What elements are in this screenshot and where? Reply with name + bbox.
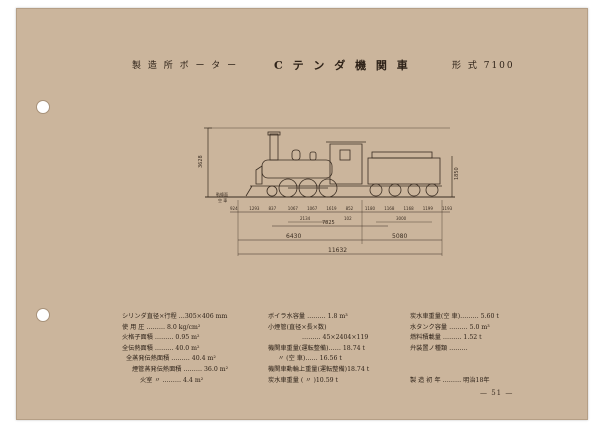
spec-column-2: ボイラ水容量 ……… 1.8 m³ 小煙管(直径×長×数) ……… 45×240… bbox=[268, 312, 369, 386]
spacing-label: 1293 bbox=[249, 206, 260, 211]
tender-tank bbox=[367, 157, 441, 185]
card-header: 製 造 所 ボ ー タ ー C テ ン ダ 機 関 車 形 式 7100 bbox=[0, 58, 600, 74]
locomotive-title: C テ ン ダ 機 関 車 bbox=[274, 59, 411, 72]
spec-pressure: 使 用 圧 ……… 8.0 kg/cm² bbox=[122, 323, 201, 331]
loco-length-label: 6430 bbox=[286, 233, 301, 240]
spec-grate-area: 火格子面積 ……… 0.95 m² bbox=[122, 334, 200, 342]
spec-cylinder: シリンダ直径×行程 …305×406 mm bbox=[122, 313, 228, 320]
spacing-label: 852 bbox=[346, 206, 354, 211]
locomotive-body bbox=[245, 131, 366, 197]
spacing-label: 924 bbox=[230, 206, 238, 211]
spec-total-heating: 全伝熱面積 ……… 40.0 m² bbox=[122, 344, 200, 352]
spec-evaporative-heating: 全蒸発伝熱面積 ……… 40.4 m² bbox=[126, 355, 216, 363]
archive-card bbox=[16, 8, 588, 420]
spec-column-1: シリンダ直径×行程 …305×406 mm 使 用 圧 ……… 8.0 kg/c… bbox=[122, 312, 228, 386]
wheelbase-small-label: 102 bbox=[344, 216, 352, 221]
spec-loco-weight-empty: 〃 (空 車)…… 16.56 t bbox=[278, 355, 342, 363]
steam-dome bbox=[291, 149, 301, 161]
locomotive-wheels bbox=[266, 178, 338, 198]
spacing-label: 1199 bbox=[423, 206, 434, 211]
tender-length-label: 5080 bbox=[392, 233, 407, 240]
spec-tube-heating: 煙管蒸発伝熱面積 ……… 36.0 m² bbox=[132, 365, 229, 373]
spacing-label: 1619 bbox=[326, 206, 337, 211]
wheelbase-tender-label: 3000 bbox=[396, 216, 407, 221]
spacing-label: 1193 bbox=[442, 206, 453, 211]
spec-valve-gear: 弁装置ノ種類 ……… bbox=[410, 344, 468, 352]
pilot-wheel bbox=[266, 185, 278, 197]
spec-tender-weight-working: 炭水車重量 ( 〃 )10.59 t bbox=[268, 376, 339, 384]
tender-wheel-4 bbox=[425, 183, 439, 197]
spacing-label: 1180 bbox=[365, 206, 376, 211]
rail-label-bottom: 空 車 bbox=[218, 197, 227, 203]
spec-boiler-water: ボイラ水容量 ……… 1.8 m³ bbox=[268, 313, 348, 320]
cowcatcher bbox=[245, 185, 253, 197]
model-label: 形 式 7100 bbox=[452, 61, 515, 71]
spec-tender-weight-empty: 炭水車重量(空 車)……… 5.60 t bbox=[410, 313, 499, 320]
spacing-label: 837 bbox=[269, 206, 277, 211]
sand-dome bbox=[309, 151, 317, 161]
total-length-label: 11632 bbox=[328, 247, 347, 254]
punch-hole-bottom bbox=[36, 308, 50, 322]
spec-first-built: 製 造 初 年 ……… 明治18年 bbox=[410, 376, 490, 384]
spacing-label: 1168 bbox=[404, 206, 415, 211]
spec-small-tubes-label: 小煙管(直径×長×数) bbox=[268, 323, 327, 331]
spec-adhesive-weight: 機関車動輪上重量(運転整備)18.74 t bbox=[268, 365, 370, 373]
smokebox-front bbox=[255, 165, 263, 185]
spec-small-tubes-value: ……… 45×2404×119 bbox=[302, 334, 369, 342]
cab bbox=[329, 143, 363, 185]
wheelbase-left-label: 2134 bbox=[300, 216, 311, 221]
wheelbase-mid-label: 7825 bbox=[322, 220, 335, 226]
height-label: 3628 bbox=[198, 155, 204, 168]
tender-wheel-3 bbox=[407, 183, 421, 197]
spec-fuel-capacity: 燃料積載量 ……… 1.52 t bbox=[410, 334, 482, 342]
rail-label-top: 軌條面 bbox=[216, 191, 228, 197]
spacing-label: 1168 bbox=[384, 206, 395, 211]
tender bbox=[366, 151, 442, 197]
smokestack bbox=[269, 133, 279, 161]
boiler bbox=[261, 159, 333, 179]
tender-wheel-1 bbox=[369, 183, 383, 197]
spec-loco-weight-working: 機関車重量(運転整備)…… 18.74 t bbox=[268, 344, 366, 352]
spec-firebox-heating: 火室 〃 ……… 4.4 m² bbox=[140, 376, 204, 384]
spacing-label: 1067 bbox=[307, 206, 318, 211]
cab-window bbox=[339, 149, 351, 161]
maker-label: 製 造 所 ボ ー タ ー bbox=[132, 61, 239, 71]
tender-height-label: 1850 bbox=[454, 167, 460, 180]
spacing-label: 1067 bbox=[288, 206, 299, 211]
tender-wheel-2 bbox=[388, 183, 402, 197]
page-number: — 51 — bbox=[480, 389, 514, 397]
tender-coal-bunker bbox=[371, 151, 433, 159]
spec-column-3: 炭水車重量(空 車)……… 5.60 t 水タンク容量 ……… 5.0 m³ 燃… bbox=[410, 312, 499, 386]
spec-water-tank: 水タンク容量 ……… 5.0 m³ bbox=[410, 323, 490, 331]
spacing-labels: 924 1293 837 1067 1067 1619 852 1180 1168 1168 119… bbox=[230, 206, 453, 211]
punch-hole-top bbox=[36, 100, 50, 114]
